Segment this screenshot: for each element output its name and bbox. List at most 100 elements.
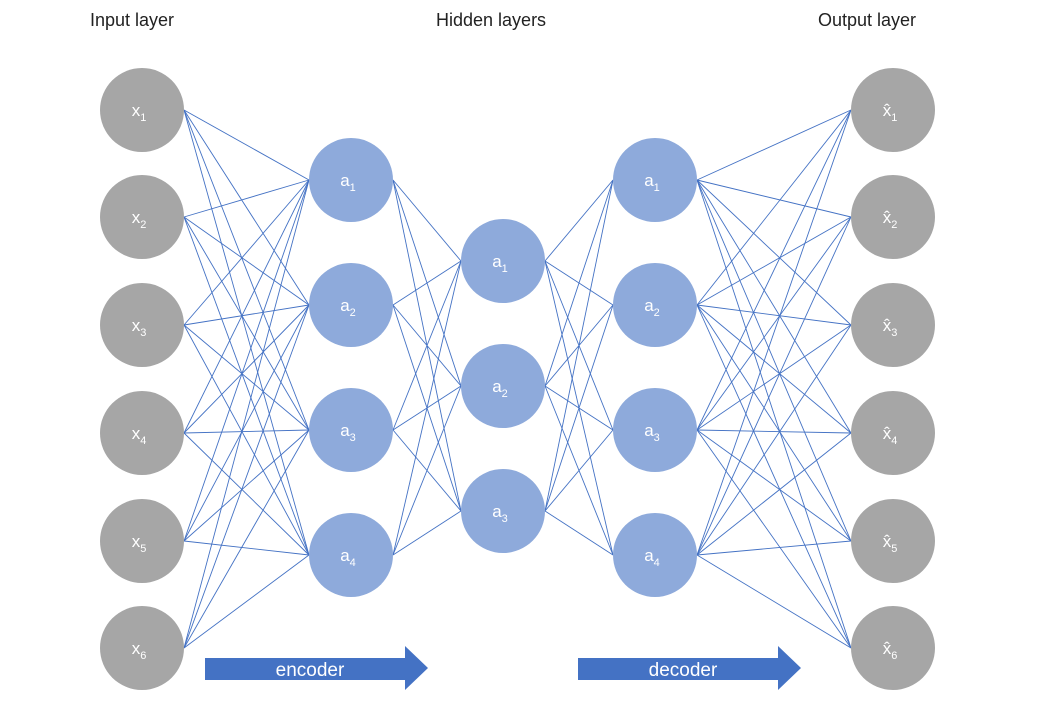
edge-input-1-to-hidden1-3 bbox=[183, 109, 310, 431]
edge-input-1-to-hidden1-4 bbox=[183, 109, 310, 556]
edge-input-1-to-hidden1-2 bbox=[183, 109, 310, 306]
edge-bottleneck-1-to-hidden3-1 bbox=[544, 179, 614, 262]
edge-input-5-to-hidden1-3 bbox=[183, 429, 310, 542]
edge-hidden3-2-to-output-2 bbox=[696, 216, 852, 306]
node-label: a4 bbox=[644, 546, 660, 569]
node-circle bbox=[851, 391, 935, 475]
node-circle bbox=[613, 513, 697, 597]
edge-hidden3-3-to-output-5 bbox=[696, 429, 852, 542]
edge-input-1-to-hidden1-1 bbox=[183, 109, 310, 181]
node-label: a2 bbox=[492, 377, 508, 400]
node-circle bbox=[309, 388, 393, 472]
edge-input-3-to-hidden1-3 bbox=[183, 324, 310, 431]
node-circle bbox=[100, 499, 184, 583]
node-circle bbox=[100, 68, 184, 152]
encoder-arrow: encoder bbox=[205, 646, 428, 690]
edge-hidden3-4-to-output-3 bbox=[696, 324, 852, 556]
edge-hidden3-1-to-output-1 bbox=[696, 109, 852, 181]
node-circle bbox=[613, 138, 697, 222]
node-circle bbox=[309, 263, 393, 347]
edge-hidden1-4-to-bottleneck-3 bbox=[392, 510, 462, 556]
node-label: x̂6 bbox=[883, 639, 898, 662]
node-label: a1 bbox=[340, 171, 356, 194]
node-bottleneck-2: a2 bbox=[461, 344, 545, 428]
decoder-label: decoder bbox=[649, 660, 718, 681]
node-circle bbox=[851, 283, 935, 367]
edge-hidden3-4-to-output-1 bbox=[696, 109, 852, 556]
edge-hidden3-4-to-output-6 bbox=[696, 554, 852, 649]
node-label: a2 bbox=[340, 296, 356, 319]
node-circle bbox=[100, 606, 184, 690]
node-label: a2 bbox=[644, 296, 660, 319]
edge-input-5-to-hidden1-2 bbox=[183, 304, 310, 542]
edge-hidden1-4-to-bottleneck-1 bbox=[392, 260, 462, 556]
encoder-label: encoder bbox=[276, 660, 345, 681]
node-circle bbox=[851, 606, 935, 690]
input-layer-title: Input layer bbox=[90, 10, 174, 30]
edge-hidden1-4-to-bottleneck-2 bbox=[392, 385, 462, 556]
edge-input-2-to-hidden1-3 bbox=[183, 216, 310, 431]
edge-input-6-to-hidden1-4 bbox=[183, 554, 310, 649]
node-label: a3 bbox=[644, 421, 660, 444]
edge-input-4-to-hidden1-1 bbox=[183, 179, 310, 434]
decoder-arrow: decoder bbox=[578, 646, 801, 690]
node-circle bbox=[100, 391, 184, 475]
edge-input-6-to-hidden1-3 bbox=[183, 429, 310, 649]
edge-hidden3-2-to-output-5 bbox=[696, 304, 852, 542]
edge-input-4-to-hidden1-4 bbox=[183, 432, 310, 556]
output-layer-title: Output layer bbox=[818, 10, 916, 30]
node-bottleneck-1: a1 bbox=[461, 219, 545, 303]
node-label: a1 bbox=[492, 252, 508, 275]
edge-hidden3-3-to-output-4 bbox=[696, 429, 852, 434]
node-hidden1-1: a1 bbox=[309, 138, 393, 222]
node-circle bbox=[461, 344, 545, 428]
edge-input-6-to-hidden1-2 bbox=[183, 304, 310, 649]
edge-input-3-to-hidden1-4 bbox=[183, 324, 310, 556]
edge-hidden3-1-to-output-6 bbox=[696, 179, 852, 649]
node-label: x2 bbox=[132, 208, 147, 231]
node-circle bbox=[851, 499, 935, 583]
node-circle bbox=[309, 513, 393, 597]
node-circle bbox=[613, 263, 697, 347]
edge-hidden3-2-to-output-6 bbox=[696, 304, 852, 649]
node-label: x̂1 bbox=[883, 101, 898, 124]
encoder-arrow-shape bbox=[205, 646, 428, 690]
node-label: a4 bbox=[340, 546, 356, 569]
node-circle bbox=[461, 469, 545, 553]
node-label: x5 bbox=[132, 532, 147, 555]
connection-edges bbox=[183, 109, 852, 649]
node-circle bbox=[851, 175, 935, 259]
node-circle bbox=[100, 283, 184, 367]
node-input-3: x3 bbox=[100, 283, 184, 367]
edge-hidden3-2-to-output-4 bbox=[696, 304, 852, 434]
node-hidden3-3: a3 bbox=[613, 388, 697, 472]
edge-bottleneck-3-to-hidden3-3 bbox=[544, 429, 614, 512]
node-circle bbox=[461, 219, 545, 303]
edge-input-3-to-hidden1-2 bbox=[183, 304, 310, 326]
edge-hidden3-2-to-output-3 bbox=[696, 304, 852, 326]
node-label: x1 bbox=[132, 101, 147, 124]
node-label: x4 bbox=[132, 424, 147, 447]
node-hidden3-4: a4 bbox=[613, 513, 697, 597]
edge-hidden1-3-to-bottleneck-1 bbox=[392, 260, 462, 431]
edge-hidden3-4-to-output-4 bbox=[696, 432, 852, 556]
edge-input-5-to-hidden1-4 bbox=[183, 540, 310, 556]
edge-hidden3-1-to-output-5 bbox=[696, 179, 852, 542]
edge-input-2-to-hidden1-4 bbox=[183, 216, 310, 556]
node-label: a3 bbox=[340, 421, 356, 444]
node-output-6: x̂6 bbox=[851, 606, 935, 690]
node-output-4: x̂4 bbox=[851, 391, 935, 475]
node-label: x̂2 bbox=[883, 208, 898, 231]
node-label: x3 bbox=[132, 316, 147, 339]
edge-hidden3-3-to-output-6 bbox=[696, 429, 852, 649]
node-hidden3-2: a2 bbox=[613, 263, 697, 347]
edge-hidden3-4-to-output-2 bbox=[696, 216, 852, 556]
node-circle bbox=[851, 68, 935, 152]
node-label: a1 bbox=[644, 171, 660, 194]
node-circle bbox=[613, 388, 697, 472]
edge-input-4-to-hidden1-2 bbox=[183, 304, 310, 434]
edge-input-2-to-hidden1-1 bbox=[183, 179, 310, 218]
edge-input-4-to-hidden1-3 bbox=[183, 429, 310, 434]
edge-hidden3-4-to-output-5 bbox=[696, 540, 852, 556]
